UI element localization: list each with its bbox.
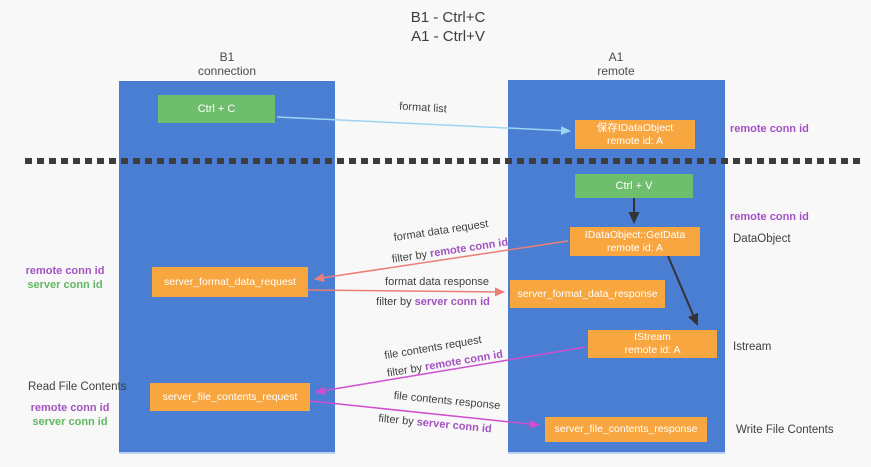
node-saved-dataobject: 保存IDataObject remote id: A — [575, 120, 695, 149]
label-format-data-response-filter: filter by server conn id — [376, 296, 490, 308]
label-file-contents-response-filter: filter by server conn id — [378, 413, 492, 436]
node-server-file-contents-response: server_file_contents_response — [545, 417, 707, 442]
node-server-file-contents-request: server_file_contents_request — [150, 383, 310, 411]
filter-prefix: filter by — [391, 248, 431, 266]
node-istream-line2: remote id: A — [624, 344, 681, 356]
annotation-server-conn-id: server conn id — [27, 279, 103, 291]
title-line-2: A1 - Ctrl+V — [411, 28, 485, 45]
lane-header-a1: A1 remote — [597, 50, 634, 78]
filter-prefix: filter by — [376, 296, 415, 308]
filter-prefix: filter by — [386, 361, 427, 380]
annotation-write-file-contents: Write File Contents — [736, 424, 834, 436]
diagram-title: B1 - Ctrl+C A1 - Ctrl+V — [411, 8, 486, 46]
annotation-left-conn-ids-top: remote conn id server conn id — [20, 264, 110, 292]
filter-id-remote-conn: remote conn id — [429, 236, 509, 260]
annotation-remote-conn-id: remote conn id — [30, 402, 110, 414]
node-getdata-line2: remote id: A — [606, 241, 663, 254]
filter-id-server-conn: server conn id — [416, 416, 493, 436]
node-server-format-data-request-label: server_format_data_request — [164, 275, 296, 288]
lane-header-b1: B1 connection — [198, 50, 256, 78]
lane-a1-subtitle: remote — [597, 64, 635, 78]
lane-b1-subtitle: connection — [197, 64, 257, 78]
filter-id-server-conn: server conn id — [414, 296, 490, 308]
label-format-list: format list — [398, 100, 448, 116]
node-istream-text: IStream remote id: A — [624, 331, 680, 357]
node-saved-dataobject-text: 保存IDataObject remote id: A — [597, 122, 673, 148]
node-server-format-data-response-label: server_format_data_response — [517, 287, 658, 300]
annotation-left-conn-ids-bottom: remote conn id server conn id — [25, 401, 115, 429]
node-server-file-contents-request-label: server_file_contents_request — [162, 390, 298, 403]
annotation-read-file-contents: Read File Contents — [28, 381, 127, 393]
filter-prefix: filter by — [377, 412, 418, 429]
arrow-format-data-response — [307, 287, 505, 297]
node-server-file-contents-response-label: server_file_contents_response — [554, 423, 698, 435]
title-line-1: B1 - Ctrl+C — [410, 9, 486, 26]
session-divider-dashed-line — [25, 158, 863, 164]
annotation-server-conn-id: server conn id — [32, 416, 108, 428]
annotation-istream: Istream — [733, 341, 772, 353]
node-saved-dataobject-line2: remote id: A — [606, 134, 663, 147]
lane-a1-title: A1 — [608, 50, 624, 64]
annotation-remote-conn-id: remote conn id — [25, 265, 105, 277]
node-ctrl-c: Ctrl + C — [158, 95, 275, 123]
node-saved-dataobject-line1: 保存IDataObject — [596, 121, 674, 134]
label-format-data-request: format data request — [392, 218, 490, 244]
label-format-data-response: format data response — [385, 276, 489, 288]
node-server-format-data-request: server_format_data_request — [152, 267, 308, 297]
node-getdata-text: IDataObject::GetData remote id: A — [585, 229, 685, 255]
node-istream: IStream remote id: A — [588, 330, 717, 358]
annotation-dataobject: DataObject — [733, 233, 791, 245]
node-getdata: IDataObject::GetData remote id: A — [570, 227, 700, 256]
annotation-remote-conn-id-top: remote conn id — [730, 123, 809, 135]
node-server-format-data-response: server_format_data_response — [510, 280, 665, 308]
node-ctrl-v: Ctrl + V — [575, 174, 693, 198]
label-file-contents-response: file contents response — [393, 389, 501, 413]
node-ctrl-c-label: Ctrl + C — [197, 102, 236, 115]
node-ctrl-v-label: Ctrl + V — [615, 179, 653, 192]
node-getdata-line1: IDataObject::GetData — [584, 228, 686, 241]
lane-b1-title: B1 — [219, 50, 235, 64]
annotation-remote-conn-id-mid: remote conn id — [730, 211, 809, 223]
node-istream-line1: IStream — [634, 331, 671, 343]
